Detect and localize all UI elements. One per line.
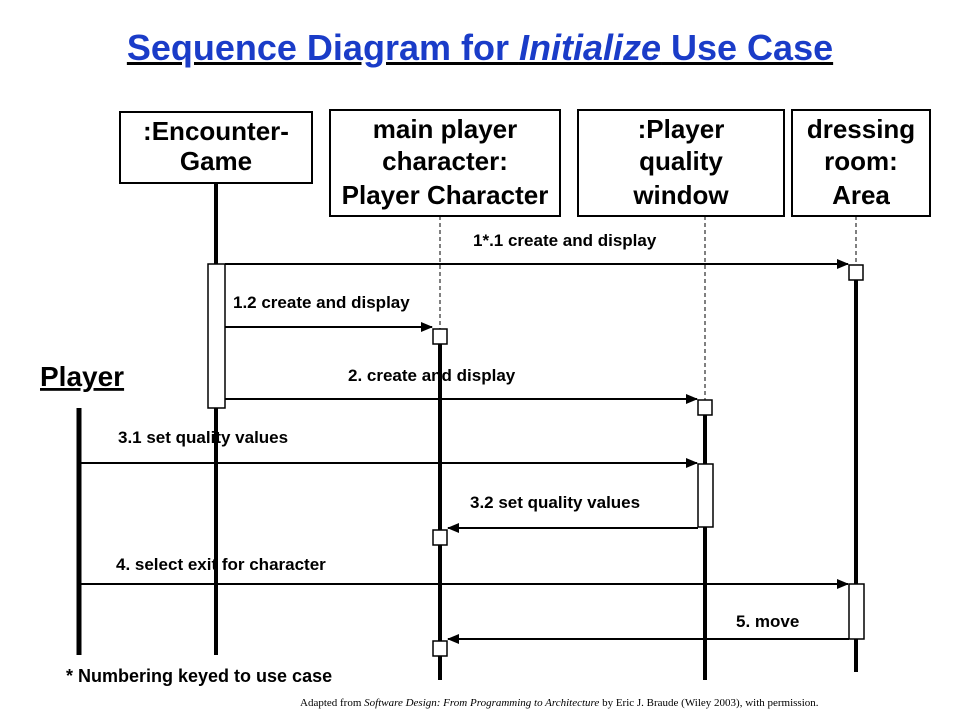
- activation-encounter-game: [207, 263, 226, 409]
- title-part-3: Use Case: [661, 27, 834, 68]
- activations: [207, 263, 865, 657]
- numbering-note: * Numbering keyed to use case: [66, 666, 332, 686]
- title-part-2: Initialize: [518, 27, 662, 68]
- activation-main-player-1: [432, 328, 448, 345]
- player-quality-line-2: quality: [639, 146, 723, 176]
- label-m5: 5. move: [736, 612, 799, 631]
- actor-player: Player: [40, 361, 124, 392]
- activation-dressing-room-2: [848, 583, 865, 640]
- activation-dressing-room-1: [848, 264, 864, 281]
- credit-book-title: Software Design: From Programming to Arc…: [364, 697, 600, 709]
- label-m2: 2. create and display: [348, 366, 516, 385]
- dressing-room-line-2: room:: [824, 146, 898, 176]
- label-m1-2: 1.2 create and display: [233, 293, 410, 312]
- title-part-1: Sequence Diagram for: [126, 27, 519, 68]
- dressing-room-line-3: Area: [832, 180, 890, 210]
- player-quality-line-3: window: [632, 180, 729, 210]
- credit-prefix: Adapted from: [300, 697, 365, 709]
- object-dressing-room-area: dressing room: Area: [791, 109, 931, 217]
- activation-main-player-3: [432, 640, 448, 657]
- object-player-quality-window: :Player quality window: [577, 109, 785, 217]
- label-m1-1: 1*.1 create and display: [473, 231, 657, 250]
- main-player-line-1: main player: [373, 114, 518, 144]
- main-player-line-2: character:: [382, 146, 508, 176]
- label-m4: 4. select exit for character: [116, 555, 326, 574]
- object-main-player-character: main player character: Player Character: [329, 109, 561, 217]
- label-m3-2: 3.2 set quality values: [470, 493, 640, 512]
- object-encounter-game: :Encounter- Game: [119, 111, 313, 184]
- credit-line: Adapted from Software Design: From Progr…: [300, 697, 950, 709]
- activation-player-quality-1: [697, 399, 713, 416]
- encounter-game-line-1: :Encounter-: [143, 116, 289, 146]
- dressing-room-line-1: dressing: [807, 114, 915, 144]
- messages: 1*.1 create and display 1.2 create and d…: [81, 231, 849, 644]
- activation-player-quality-2: [697, 463, 714, 528]
- activation-main-player-2: [432, 529, 448, 546]
- credit-suffix: by Eric J. Braude (Wiley 2003), with per…: [599, 697, 819, 709]
- label-m3-1: 3.1 set quality values: [118, 428, 288, 447]
- encounter-game-line-2: Game: [180, 146, 252, 176]
- player-quality-line-1: :Player: [638, 114, 725, 144]
- page-title: Sequence Diagram for Initialize Use Case: [0, 22, 960, 74]
- main-player-line-3: Player Character: [342, 180, 549, 210]
